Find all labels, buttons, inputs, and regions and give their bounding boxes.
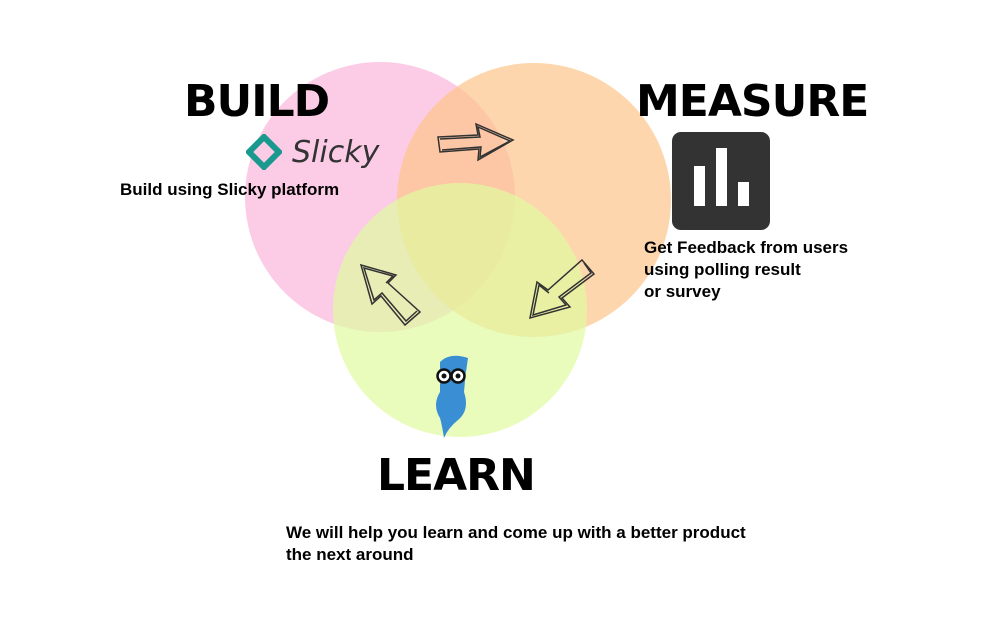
arrow-down-left-icon — [529, 258, 596, 320]
slicky-logo-text: Slicky — [292, 134, 380, 170]
measure-description-line: using polling result — [644, 260, 801, 279]
learn-description-line: the next around — [286, 545, 414, 564]
learn-description: We will help you learn and come up with … — [286, 522, 746, 566]
learn-description-line: We will help you learn and come up with … — [286, 523, 746, 542]
learn-circle — [333, 183, 587, 437]
arrow-right-icon — [437, 122, 515, 162]
learn-title: LEARN — [377, 450, 536, 501]
slicky-diamond-icon — [246, 134, 282, 170]
arrow-up-left-icon — [359, 263, 422, 327]
build-title: BUILD — [184, 76, 330, 127]
measure-description: Get Feedback from users using polling re… — [644, 237, 848, 303]
mascot-icon — [436, 355, 468, 438]
measure-description-line: or survey — [644, 282, 721, 301]
measure-title: MEASURE — [636, 76, 869, 127]
measure-description-line: Get Feedback from users — [644, 238, 849, 257]
build-description: Build using Slicky platform — [120, 180, 340, 199]
bar-chart-icon — [672, 132, 770, 230]
slicky-logo: Slicky — [246, 134, 379, 170]
